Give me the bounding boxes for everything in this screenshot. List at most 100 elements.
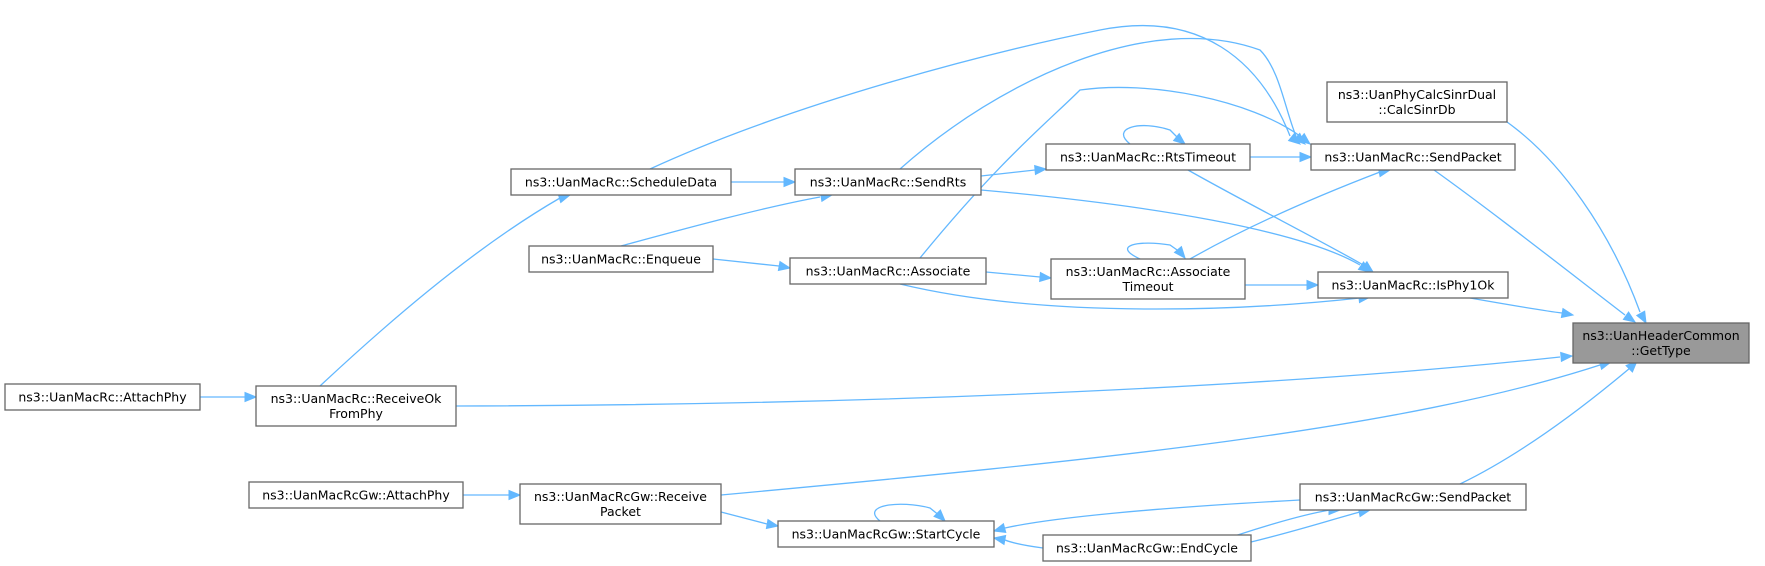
call-edge bbox=[200, 391, 258, 403]
node-label: ns3::UanMacRcGw::EndCycle bbox=[1056, 541, 1238, 556]
edge-line bbox=[985, 271, 1041, 278]
arrowhead-icon bbox=[1560, 351, 1574, 363]
node-box bbox=[1050, 258, 1246, 300]
arrowhead-icon bbox=[1299, 151, 1313, 163]
node-box bbox=[1572, 322, 1750, 364]
edge-line bbox=[620, 196, 821, 247]
call-edge bbox=[455, 351, 1574, 407]
call-edge bbox=[1433, 169, 1637, 323]
node-enqueue[interactable]: ns3::UanMacRc::Enqueue bbox=[528, 245, 714, 273]
call-edge bbox=[980, 164, 1048, 177]
nodes-layer: ns3::UanHeaderCommon::GetType ns3::UanPhy… bbox=[4, 81, 1750, 562]
node-gwStartCycle[interactable]: ns3::UanMacRcGw::StartCycle bbox=[777, 520, 995, 548]
arrowhead-icon bbox=[1172, 132, 1187, 145]
node-attachPhy[interactable]: ns3::UanMacRc::AttachPhy bbox=[4, 383, 201, 411]
node-box bbox=[248, 481, 464, 509]
node-label: ::CalcSinrDb bbox=[1378, 102, 1455, 117]
node-label: ::GetType bbox=[1631, 343, 1691, 358]
node-box bbox=[1310, 143, 1516, 171]
node-label: ns3::UanMacRc::IsPhy1Ok bbox=[1332, 278, 1496, 293]
node-gwEndCycle[interactable]: ns3::UanMacRcGw::EndCycle bbox=[1042, 534, 1252, 562]
arrowhead-icon bbox=[1622, 311, 1637, 323]
edge-line bbox=[980, 189, 1361, 266]
node-label: ns3::UanMacRc::Associate bbox=[806, 264, 971, 279]
edge-line bbox=[1126, 242, 1181, 260]
node-calcSinrDb[interactable]: ns3::UanPhyCalcSinrDual::CalcSinrDb bbox=[1326, 81, 1508, 123]
node-box bbox=[1045, 143, 1251, 171]
call-edge bbox=[720, 511, 780, 530]
edge-line bbox=[1250, 511, 1361, 543]
node-box bbox=[1317, 271, 1509, 299]
edge-line bbox=[1189, 171, 1381, 260]
call-edge bbox=[1126, 242, 1186, 260]
edge-line bbox=[1187, 169, 1366, 267]
edge-line bbox=[720, 511, 768, 525]
node-box bbox=[255, 385, 457, 427]
node-label: ns3::UanMacRcGw::StartCycle bbox=[792, 527, 981, 542]
node-label: ns3::UanMacRc::ReceiveOk bbox=[271, 391, 443, 406]
node-label: ns3::UanMacRc::AttachPhy bbox=[18, 390, 187, 405]
edges-layer bbox=[200, 25, 1647, 549]
arrowhead-icon bbox=[244, 391, 258, 403]
node-label: ns3::UanMacRcGw::SendPacket bbox=[1315, 490, 1512, 505]
call-edge bbox=[985, 271, 1053, 283]
node-sendRts[interactable]: ns3::UanMacRc::SendRts bbox=[794, 168, 982, 196]
call-edge bbox=[1459, 360, 1638, 485]
node-label: ns3::UanPhyCalcSinrDual bbox=[1338, 87, 1496, 102]
node-label: ns3::UanMacRc::SendPacket bbox=[1324, 150, 1501, 165]
edge-line bbox=[720, 364, 1601, 496]
arrowhead-icon bbox=[1635, 310, 1647, 325]
node-associate[interactable]: ns3::UanMacRc::Associate bbox=[789, 257, 987, 285]
node-label: ns3::UanHeaderCommon bbox=[1582, 328, 1739, 343]
node-label: ns3::UanMacRc::SendRts bbox=[810, 175, 966, 190]
edge-line bbox=[1433, 169, 1626, 316]
edge-line bbox=[980, 169, 1036, 177]
call-edge bbox=[1469, 297, 1575, 319]
call-edge bbox=[1506, 121, 1647, 325]
edge-line bbox=[1459, 367, 1631, 485]
node-label: ns3::UanMacRc::Enqueue bbox=[541, 252, 701, 267]
node-box bbox=[789, 257, 987, 285]
node-gwSendPacket[interactable]: ns3::UanMacRcGw::SendPacket bbox=[1299, 483, 1527, 511]
node-getType[interactable]: ns3::UanHeaderCommon::GetType bbox=[1572, 322, 1750, 364]
call-edge bbox=[992, 534, 1044, 549]
call-edge bbox=[1189, 167, 1392, 260]
node-box bbox=[794, 168, 982, 196]
call-edge bbox=[731, 176, 797, 188]
node-isPhy1Ok[interactable]: ns3::UanMacRc::IsPhy1Ok bbox=[1317, 271, 1509, 299]
call-edge bbox=[1122, 124, 1187, 145]
node-scheduleData[interactable]: ns3::UanMacRc::ScheduleData bbox=[510, 168, 732, 196]
node-box bbox=[4, 383, 201, 411]
node-sendPacket[interactable]: ns3::UanMacRc::SendPacket bbox=[1310, 143, 1516, 171]
call-edge bbox=[1250, 151, 1313, 163]
arrowhead-icon bbox=[1173, 245, 1186, 260]
edge-line bbox=[873, 503, 941, 522]
call-edge bbox=[919, 86, 1312, 259]
edge-line bbox=[1469, 297, 1563, 314]
arrowhead-icon bbox=[1039, 271, 1053, 283]
call-edge bbox=[319, 193, 572, 387]
call-edge bbox=[463, 489, 522, 501]
arrowhead-icon bbox=[508, 489, 522, 501]
edge-line bbox=[899, 283, 1361, 310]
node-box bbox=[1042, 534, 1252, 562]
node-box bbox=[519, 483, 722, 525]
edge-line bbox=[1506, 121, 1641, 313]
call-edge bbox=[620, 191, 834, 247]
node-gwAttachPhy[interactable]: ns3::UanMacRcGw::AttachPhy bbox=[248, 481, 464, 509]
node-label: ns3::UanMacRc::RtsTimeout bbox=[1060, 150, 1236, 165]
call-edge bbox=[873, 503, 946, 522]
call-edge bbox=[1187, 169, 1375, 273]
arrowhead-icon bbox=[783, 176, 797, 188]
edge-line bbox=[1004, 499, 1301, 529]
arrowhead-icon bbox=[1034, 164, 1048, 176]
node-rtsTimeout[interactable]: ns3::UanMacRc::RtsTimeout bbox=[1045, 143, 1251, 171]
edge-line bbox=[899, 37, 1297, 170]
node-label: FromPhy bbox=[329, 406, 383, 421]
edge-line bbox=[1004, 539, 1044, 549]
call-edge bbox=[712, 258, 792, 272]
